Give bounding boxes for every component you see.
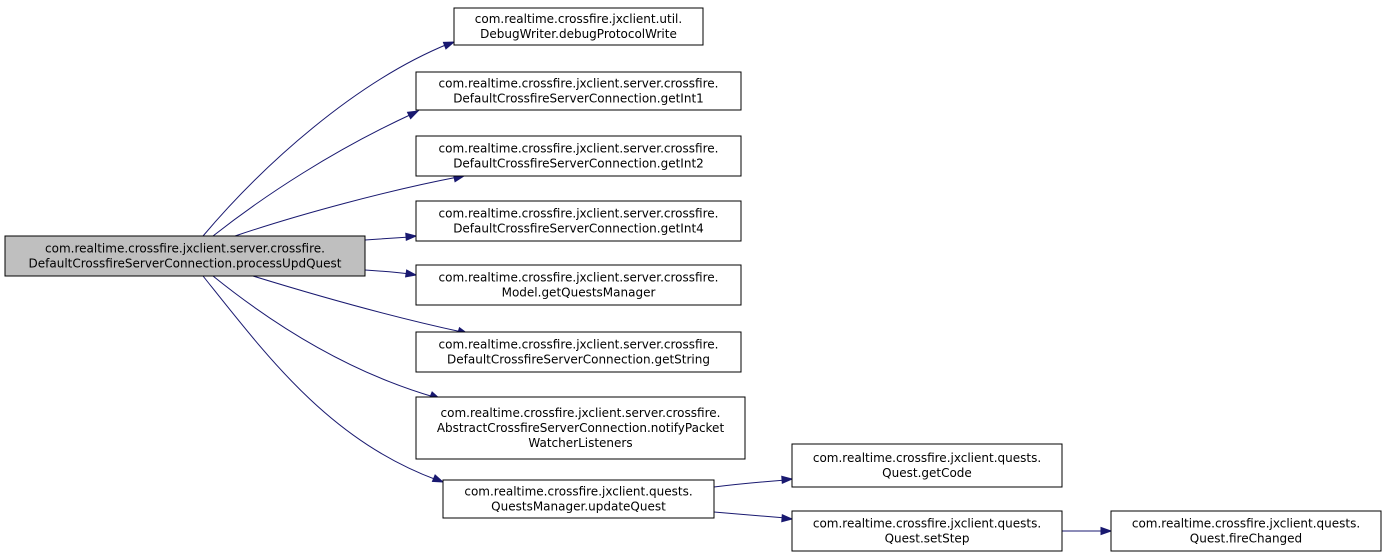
node-getquests[interactable]: com.realtime.crossfire.jxclient.server.c… — [415, 264, 742, 306]
node-box[interactable] — [415, 396, 746, 460]
node-label-line: DefaultCrossfireServerConnection.getInt4 — [453, 222, 704, 236]
node-getcode[interactable]: com.realtime.crossfire.jxclient.quests.Q… — [791, 443, 1063, 488]
node-label-line: Model.getQuestsManager — [502, 286, 656, 300]
arrowhead-icon — [781, 475, 794, 484]
node-box[interactable] — [415, 135, 742, 177]
arrowhead-icon — [1100, 526, 1113, 536]
node-label-line: AbstractCrossfireServerConnection.notify… — [437, 421, 725, 435]
edge-root-to-notify — [212, 275, 442, 400]
node-getstring[interactable]: com.realtime.crossfire.jxclient.server.c… — [415, 331, 742, 373]
node-label-line: Quest.fireChanged — [1190, 532, 1302, 546]
node-firechanged[interactable]: com.realtime.crossfire.jxclient.quests.Q… — [1110, 510, 1382, 552]
node-label-line: com.realtime.crossfire.jxclient.server.c… — [45, 242, 325, 256]
node-box[interactable] — [415, 331, 742, 373]
edge-setstep-to-firechanged — [1062, 526, 1113, 536]
edge-update-to-setstep — [713, 511, 794, 523]
node-label-line: com.realtime.crossfire.jxclient.server.c… — [439, 77, 719, 91]
edge-line — [364, 269, 411, 275]
edge-root-to-debug — [202, 41, 456, 237]
arrowhead-icon — [431, 474, 445, 483]
node-label-line: com.realtime.crossfire.jxclient.util. — [475, 12, 682, 26]
edge-line — [202, 275, 438, 481]
node-label-line: com.realtime.crossfire.jxclient.quests. — [813, 451, 1041, 465]
node-root[interactable]: com.realtime.crossfire.jxclient.server.c… — [4, 235, 366, 277]
node-getint4[interactable]: com.realtime.crossfire.jxclient.server.c… — [415, 200, 742, 242]
node-label-line: Quest.getCode — [882, 466, 972, 480]
node-label-line: com.realtime.crossfire.jxclient.quests. — [813, 517, 1041, 531]
arrowhead-icon — [404, 269, 418, 278]
node-label-line: Quest.setStep — [885, 532, 970, 546]
arrowhead-icon — [406, 110, 420, 120]
node-box[interactable] — [415, 264, 742, 306]
edge-update-to-getcode — [713, 475, 794, 488]
node-setstep[interactable]: com.realtime.crossfire.jxclient.quests.Q… — [791, 510, 1063, 552]
edges-layer — [202, 41, 1113, 536]
node-label-line: com.realtime.crossfire.jxclient.quests. — [1132, 517, 1360, 531]
edge-line — [212, 113, 413, 237]
node-box[interactable] — [791, 443, 1063, 488]
node-label-line: QuestsManager.updateQuest — [491, 500, 666, 514]
node-label-line: com.realtime.crossfire.jxclient.server.c… — [439, 271, 719, 285]
edge-line — [234, 176, 459, 237]
edge-line — [713, 479, 787, 488]
edge-line — [212, 275, 435, 398]
arrowhead-icon — [405, 232, 418, 241]
node-label-line: DefaultCrossfireServerConnection.getInt2 — [453, 157, 704, 171]
edge-line — [364, 236, 411, 241]
node-getint1[interactable]: com.realtime.crossfire.jxclient.server.c… — [415, 71, 742, 111]
node-label-line: com.realtime.crossfire.jxclient.server.c… — [439, 207, 719, 221]
node-label-line: com.realtime.crossfire.jxclient.quests. — [464, 485, 692, 499]
node-box[interactable] — [1110, 510, 1382, 552]
node-box[interactable] — [453, 7, 704, 46]
node-label-line: DefaultCrossfireServerConnection.getInt1 — [453, 92, 704, 106]
edge-root-to-getint1 — [212, 110, 420, 237]
node-box[interactable] — [415, 200, 742, 242]
arrowhead-icon — [781, 514, 794, 523]
node-label-line: DefaultCrossfireServerConnection.process… — [29, 257, 342, 271]
node-label-line: DebugWriter.debugProtocolWrite — [480, 27, 677, 41]
node-label-line: com.realtime.crossfire.jxclient.server.c… — [439, 142, 719, 156]
node-update[interactable]: com.realtime.crossfire.jxclient.quests.Q… — [442, 479, 715, 519]
arrowhead-icon — [442, 41, 456, 50]
node-box[interactable] — [415, 71, 742, 111]
node-label-line: com.realtime.crossfire.jxclient.server.c… — [439, 338, 719, 352]
node-label-line: WatcherListeners — [528, 436, 632, 450]
node-box[interactable] — [442, 479, 715, 519]
node-label-line: com.realtime.crossfire.jxclient.server.c… — [441, 406, 721, 420]
edge-root-to-update — [202, 275, 445, 483]
node-label-line: DefaultCrossfireServerConnection.getStri… — [447, 353, 710, 367]
edge-root-to-getquests — [364, 269, 418, 278]
edge-line — [202, 43, 449, 237]
nodes-layer: com.realtime.crossfire.jxclient.server.c… — [4, 7, 1382, 552]
node-box[interactable] — [4, 235, 366, 277]
node-box[interactable] — [791, 510, 1063, 552]
node-debug[interactable]: com.realtime.crossfire.jxclient.util.Deb… — [453, 7, 704, 46]
edge-line — [252, 275, 463, 333]
edge-line — [713, 511, 787, 519]
node-getint2[interactable]: com.realtime.crossfire.jxclient.server.c… — [415, 135, 742, 177]
node-notify[interactable]: com.realtime.crossfire.jxclient.server.c… — [415, 396, 746, 460]
edge-root-to-getint4 — [364, 232, 418, 241]
